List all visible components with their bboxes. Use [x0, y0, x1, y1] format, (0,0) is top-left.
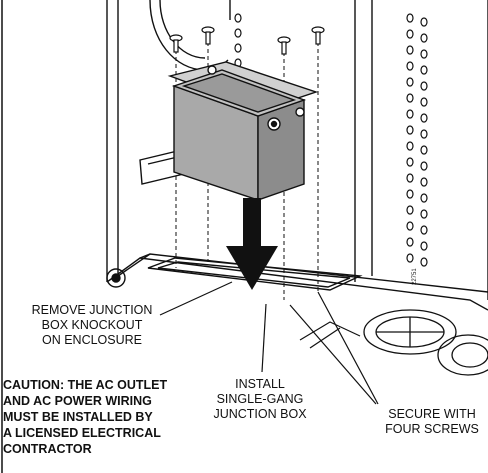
secure-screws-line-1: SECURE WITH — [388, 407, 476, 421]
secure-screws-line-2: FOUR SCREWS — [385, 422, 479, 436]
caution-line-5: CONTRACTOR — [3, 442, 92, 456]
caution-line-3: MUST BE INSTALLED BY — [3, 410, 153, 424]
part-number: 22751 — [412, 268, 418, 285]
remove-knockout-line-3: ON ENCLOSURE — [41, 333, 143, 347]
caution-line-4: A LICENSED ELECTRICAL — [3, 426, 161, 440]
caution-line-1: CAUTION: THE AC OUTLET — [3, 378, 168, 392]
install-box-line-3: JUNCTION BOX — [213, 407, 307, 421]
install-box-line-1: INSTALL — [235, 377, 285, 391]
junction-box — [167, 61, 319, 201]
install-box-label: INSTALL SINGLE-GANG JUNCTION BOX — [200, 377, 320, 422]
secure-screws-label: SECURE WITH FOUR SCREWS — [378, 407, 486, 437]
caution-line-2: AND AC POWER WIRING — [3, 394, 152, 408]
remove-knockout-label: REMOVE JUNCTION BOX KNOCKOUT ON ENCLOSUR… — [22, 303, 162, 348]
leader-lines — [159, 281, 379, 405]
install-box-line-2: SINGLE-GANG — [216, 392, 304, 406]
caution-note: CAUTION: THE AC OUTLET AND AC POWER WIRI… — [3, 377, 167, 457]
cable-clamp — [299, 321, 361, 349]
insert-arrow-icon — [226, 198, 278, 290]
remove-knockout-line-2: BOX KNOCKOUT — [41, 318, 143, 332]
remove-knockout-line-1: REMOVE JUNCTION — [31, 303, 153, 317]
floor-knockouts — [363, 309, 488, 376]
enclosure-panel — [106, 0, 488, 311]
screw-icon — [169, 26, 325, 55]
